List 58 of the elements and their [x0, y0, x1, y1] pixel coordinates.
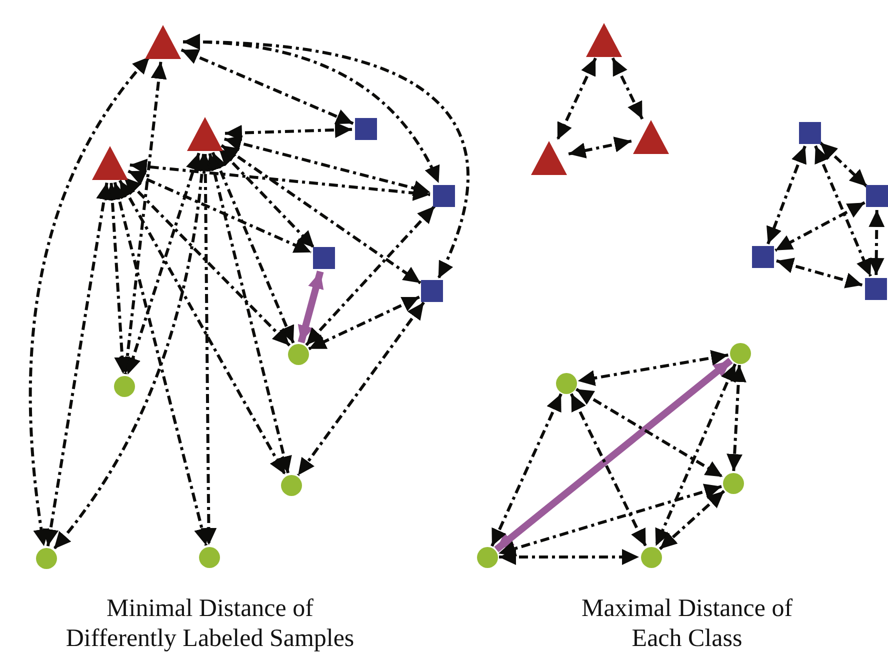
dash-dot-arrow: [654, 363, 737, 547]
dash-dot-arrow: [52, 154, 210, 550]
triangle-marker: [92, 146, 128, 180]
dash-dot-arrow: [218, 147, 316, 249]
dash-dot-arrow: [296, 301, 425, 476]
dash-dot-arrow: [28, 56, 151, 546]
dash-dot-arrow: [868, 210, 885, 276]
dash-dot-arrow: [42, 182, 112, 546]
dash-dot-arrow: [570, 393, 648, 547]
dash-dot-arrow: [774, 201, 866, 252]
square-marker: [865, 278, 887, 300]
dash-dot-arrow: [224, 122, 352, 141]
triangle-marker: [145, 25, 181, 59]
square-marker: [866, 185, 888, 207]
dash-dot-arrow: [128, 170, 312, 254]
dash-dot-arrow: [611, 57, 644, 120]
dash-dot-arrow: [130, 158, 430, 201]
dash-dot-arrow: [206, 153, 292, 474]
dash-dot-arrow: [305, 205, 436, 346]
dash-dot-arrow: [568, 136, 632, 158]
dash-dot-arrow: [658, 490, 726, 550]
dash-dot-arrow: [111, 182, 210, 546]
triangle-marker: [633, 120, 669, 154]
dash-dot-arrow: [308, 296, 420, 350]
dash-dot-arrow: [498, 484, 722, 556]
caption-text: Maximal Distance of Each Class: [580, 594, 794, 654]
thick-arrow: [298, 270, 324, 344]
dash-dot-arrow: [180, 48, 354, 125]
dash-dot-arrow: [122, 176, 291, 346]
dash-dot-arrow: [499, 549, 639, 565]
dash-dot-arrow: [224, 136, 431, 196]
dash-dot-arrow: [766, 146, 806, 244]
triangle-marker: [187, 117, 223, 151]
dash-dot-arrow: [726, 364, 746, 472]
dash-dot-arrow: [490, 393, 562, 547]
dash-dot-arrow: [776, 258, 863, 288]
dash-dot-arrow: [814, 145, 872, 277]
dash-dot-arrow: [125, 152, 202, 376]
caption-text: Minimal Distance of Differently Labeled Samples: [64, 594, 356, 654]
dash-dot-arrow: [556, 58, 597, 140]
thick-arrow: [494, 358, 733, 552]
square-marker: [752, 246, 774, 268]
square-marker: [355, 118, 377, 140]
dash-dot-arrow: [119, 62, 167, 374]
triangle-marker: [531, 141, 567, 175]
square-marker: [313, 247, 335, 269]
dash-dot-arrow: [182, 34, 470, 280]
dash-dot-arrow: [104, 182, 130, 374]
dash-dot-arrow: [211, 152, 295, 344]
dash-dot-arrow: [576, 388, 724, 478]
dash-dot-arrow: [118, 180, 286, 476]
dash-dot-arrow: [220, 144, 422, 284]
dash-dot-arrow: [819, 142, 868, 188]
square-marker: [799, 122, 821, 144]
dash-dot-arrow: [578, 350, 728, 386]
triangle-marker: [586, 23, 622, 57]
square-marker: [421, 280, 443, 302]
square-marker: [433, 185, 455, 207]
